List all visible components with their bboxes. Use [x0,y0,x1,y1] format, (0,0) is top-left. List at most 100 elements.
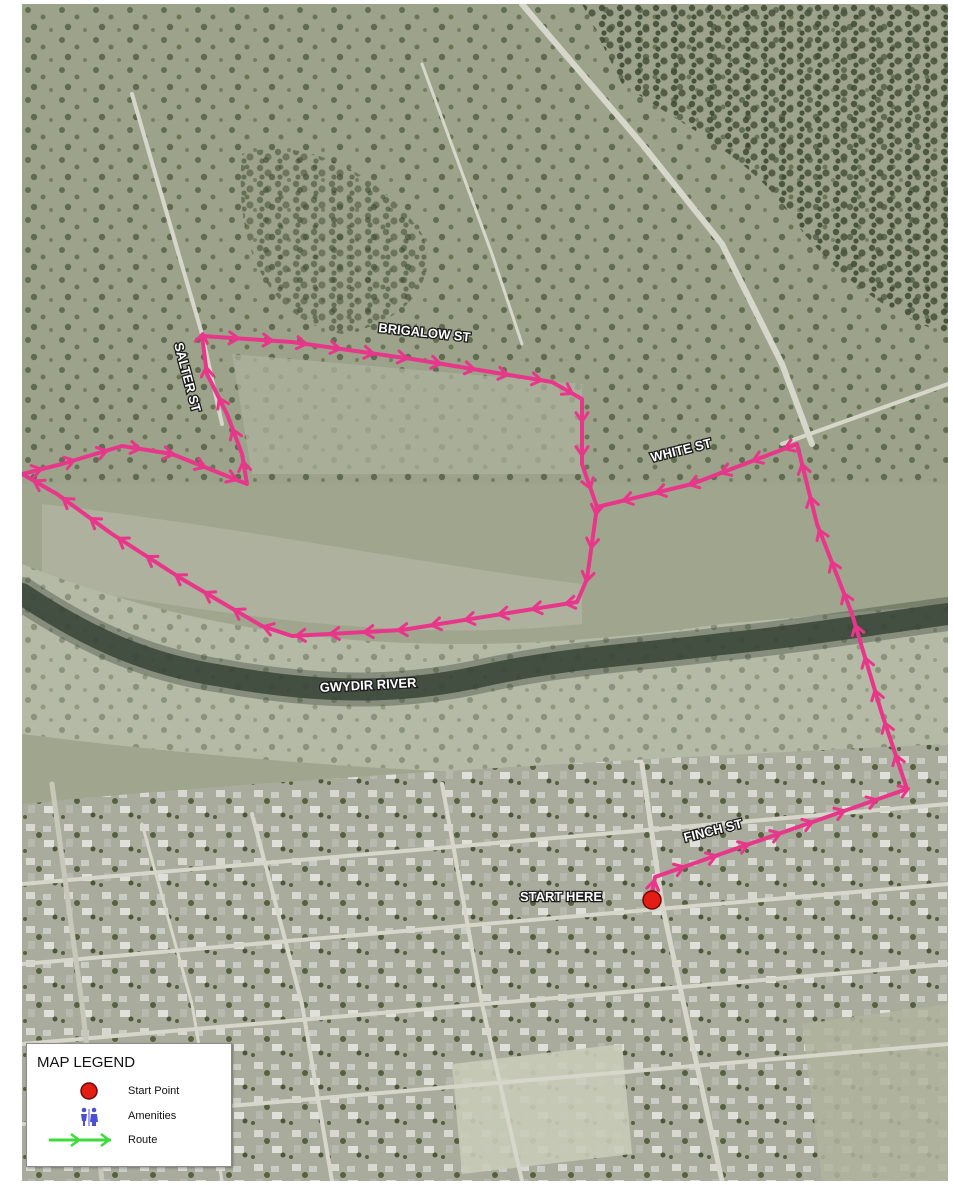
route-arrow [654,483,668,498]
route-arrow [162,445,175,461]
sports-field [452,1044,632,1174]
route-line [22,334,909,906]
route-arrow [580,476,595,490]
legend-item-start-point: Start Point [27,1081,231,1103]
route-arrow [880,721,895,735]
northeast-forest [582,4,948,334]
paddock-light-1 [232,354,582,474]
road-north-east [519,4,815,447]
route-arrow [61,497,76,511]
route-arrow [687,474,702,490]
route-arrow [203,590,218,604]
route-arrow [860,656,875,670]
route-arrow [800,817,814,833]
route-arrow [497,605,511,621]
route-arrow [736,840,750,855]
label-start-here: START HERE [520,889,602,904]
route-arrow [827,560,843,574]
route-arrow [559,382,574,396]
route-arrow [232,607,247,621]
town-blocks [22,744,948,1181]
route-arrow [768,829,782,844]
label-gwydir-river: GWYDIR RIVER [319,675,417,695]
road-white-east [780,382,948,446]
legend-title: MAP LEGEND [37,1054,136,1071]
route-arrow [94,445,109,461]
amenities-icon [81,1107,98,1126]
road-town-ew-1 [22,802,948,886]
route-arrow [530,600,544,616]
route-arrow [496,365,510,381]
aerial-map: BRIGALOW ST SALTER ST WHITE ST FINCH ST … [22,4,948,1181]
route-arrow [192,456,207,471]
walking-route [22,330,911,906]
route-arrow [262,622,276,637]
map-legend: MAP LEGEND Start Point Amenities Route [26,1043,232,1167]
route-arrow [850,623,866,638]
north-forest-patch [240,148,428,334]
legend-item-amenities: Amenities [27,1106,231,1128]
south-east-field [802,1004,948,1181]
start-point-icon [642,890,662,910]
route-arrow [796,462,812,476]
route-arrow [840,591,855,606]
route-arrow [574,445,590,458]
route-arrow [805,495,820,509]
route-arrow [564,594,578,610]
route-arrow [29,463,43,479]
route-arrow [145,554,160,568]
road-town-ew-2 [22,882,948,966]
route-arrow [228,427,244,442]
route-arrow [430,616,443,632]
route-arrow [199,365,215,379]
map-canvas: BRIGALOW ST SALTER ST WHITE ST FINCH ST … [22,4,948,1181]
route-arrow [62,455,76,471]
route-arrow [719,462,734,477]
route-arrow [870,688,885,703]
route-arrow [891,753,906,768]
route-arrow [429,354,443,370]
route-arrow [574,411,590,424]
start-point-icon [80,1082,98,1100]
route-arrow [227,330,240,346]
route-arrow [294,627,307,643]
route-arrow [589,502,605,516]
route-arrow [128,439,142,455]
gwydir-river [22,583,948,701]
route-arrow [237,460,253,474]
route-arrow [395,349,409,365]
route-arrow [328,340,342,355]
route-arrow [832,806,846,822]
river-banks [22,577,948,707]
route-arrow [396,622,409,638]
route-arrow [751,450,766,465]
road-central-north [420,62,524,346]
route-arrow [261,332,274,348]
route-arrow [621,491,635,506]
route-arrow [174,573,189,587]
route-arrow-icon [49,1133,112,1147]
legend-label-amenities: Amenities [128,1110,177,1122]
route-arrow [224,469,238,484]
road-town-ns-1 [639,761,725,1181]
route-arrow [117,536,131,550]
route-arrow [671,862,686,878]
route-arrow [783,438,797,453]
paddock-light-2 [42,504,582,631]
route-arrow [193,332,209,345]
route-arrow [362,344,375,360]
road-town-ew-3 [22,962,948,1046]
route-arrow [815,528,830,543]
route-arrow [294,335,308,351]
route-arrow [463,611,477,626]
route-arrow [580,569,596,583]
road-town-ns-3 [250,812,334,1181]
route-arrow [704,851,718,866]
route-arrow [362,624,375,640]
legend-label-route: Route [128,1134,158,1146]
route-arrow [216,396,231,411]
route-arrow [529,371,543,387]
legend-label-start-point: Start Point [128,1085,180,1097]
route-arrow [328,625,341,641]
route-arrow [32,478,47,493]
